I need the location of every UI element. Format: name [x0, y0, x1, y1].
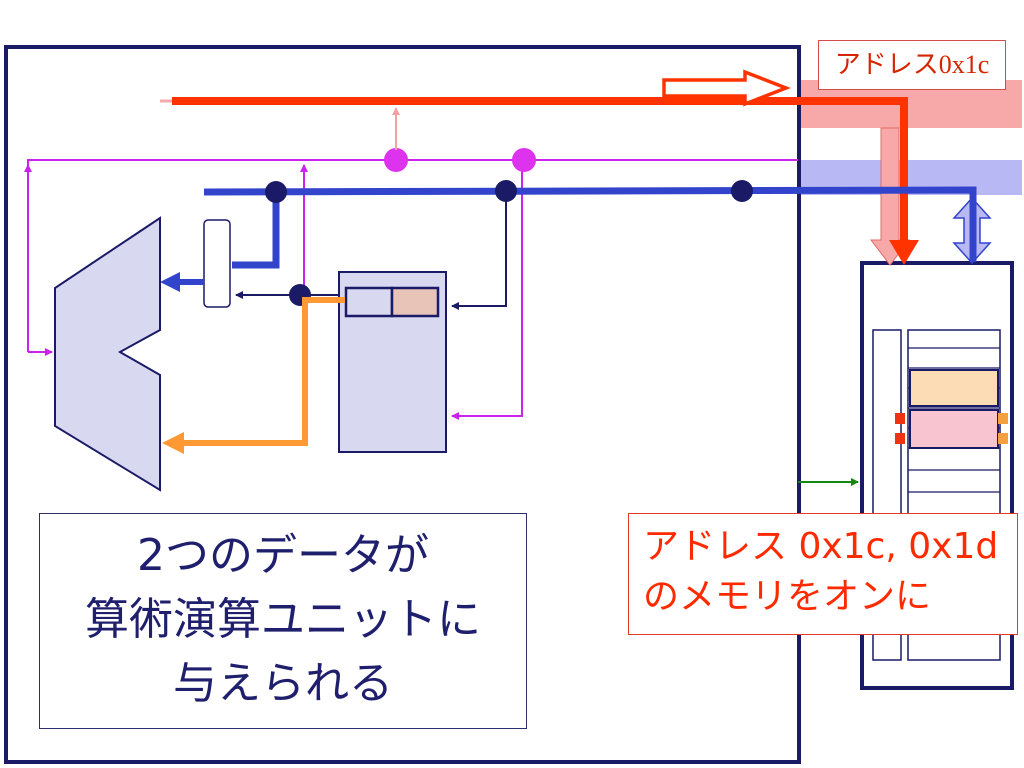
data-to-register-file	[451, 192, 507, 310]
control-to-register-file	[451, 160, 523, 420]
register-a	[344, 286, 394, 318]
data-bus-to-selector	[232, 195, 280, 269]
row-select-marker	[895, 433, 905, 444]
memory-note: アドレス 0x1c, 0x1d のメモリをオンに	[628, 513, 1018, 635]
memory-row-0x1d	[909, 409, 999, 449]
alu	[54, 216, 161, 492]
control-bus-line	[27, 159, 798, 352]
control-junction-dot	[384, 148, 408, 172]
register-to-alu-path	[180, 297, 345, 446]
data-bus-line	[203, 186, 977, 262]
selector-to-alu-arrowhead	[160, 272, 180, 292]
row-output-marker	[998, 413, 1008, 424]
control-junction-dot	[512, 148, 536, 172]
data-junction-dot	[495, 180, 517, 202]
memory-note-line: アドレス 0x1c, 0x1d	[643, 526, 999, 567]
data-junction-dot	[265, 181, 287, 203]
address-direction-arrow	[662, 69, 791, 107]
caption-line: 与えられる	[173, 658, 393, 709]
register-b	[390, 286, 440, 318]
caption-line: 2つのデータが	[137, 530, 429, 581]
memory-row-0x1c	[909, 369, 999, 407]
caption-box: 2つのデータが 算術演算ユニットに 与えられる	[39, 513, 527, 729]
register-to-alu-arrowhead	[162, 432, 184, 454]
address-label: アドレス0x1c	[818, 40, 1006, 90]
memory-note-line: のメモリをオンに	[643, 576, 932, 617]
cpu-frame	[4, 45, 801, 764]
input-selector	[203, 219, 231, 308]
address-bus-arrowhead	[889, 240, 919, 265]
row-select-marker	[895, 413, 905, 424]
address-bus-line	[172, 97, 908, 245]
caption-line: 算術演算ユニットに	[85, 594, 481, 645]
row-output-marker	[998, 433, 1008, 444]
data-junction-dot	[731, 180, 753, 202]
